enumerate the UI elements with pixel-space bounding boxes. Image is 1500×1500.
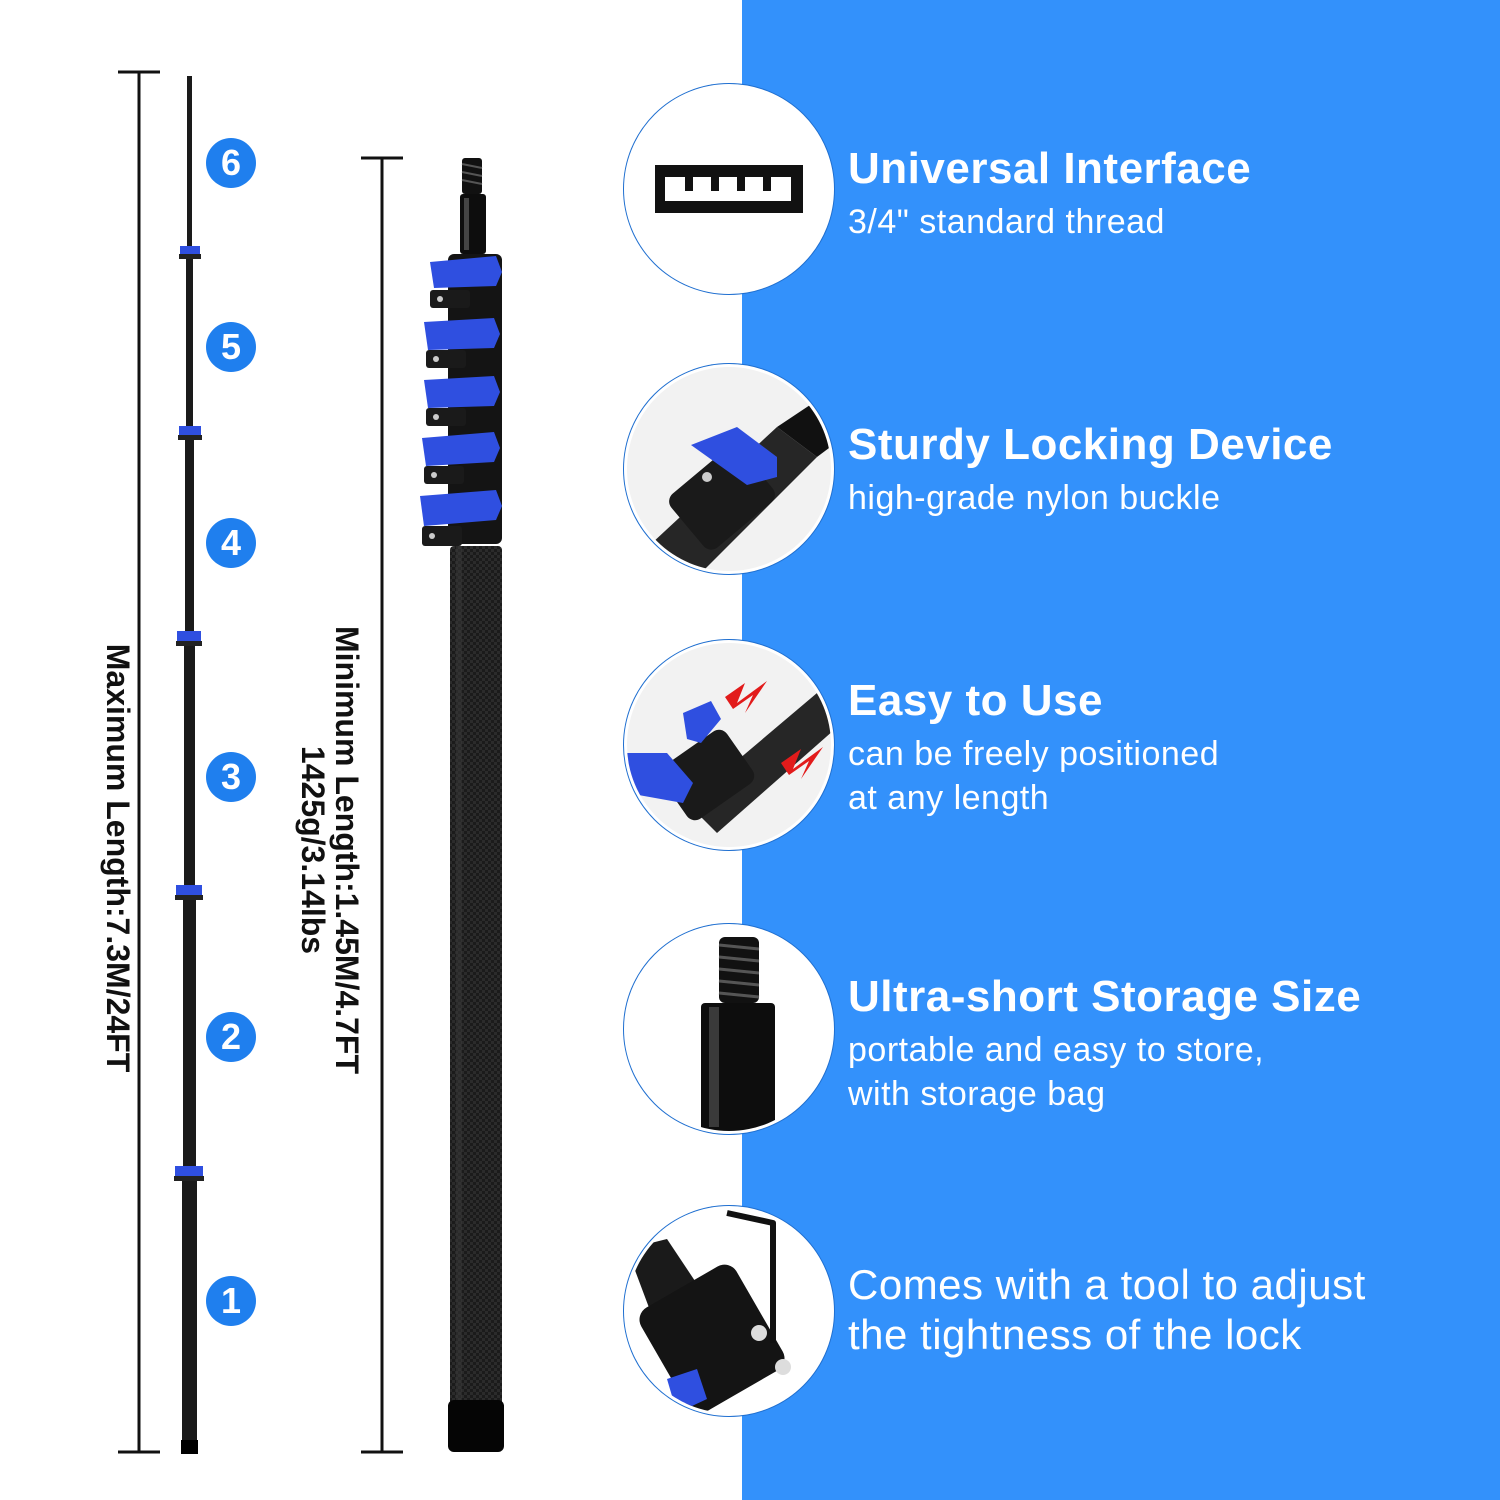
clip-6 (179, 246, 201, 259)
feature-desc-easy-to-use-line2: at any length (848, 779, 1050, 817)
feature-circle-universal-interface (624, 84, 834, 294)
min-length-label: Minimum Length:1.45M/4.7FT (329, 625, 365, 1075)
blue-clip-2 (424, 318, 500, 368)
red-arrow-top (725, 681, 767, 713)
clip-5 (178, 426, 202, 440)
section-number-1: 1 (206, 1276, 256, 1326)
section-number-6: 6 (206, 138, 256, 188)
feature-desc-adjust-tool-line1: Comes with a tool to adjust (848, 1261, 1366, 1308)
max-length-bracket (118, 70, 160, 1454)
feature-title-universal-interface: Universal Interface (848, 144, 1252, 193)
blue-clip-3 (424, 376, 500, 426)
blue-clip-5 (420, 490, 502, 546)
hex-key-icon (627, 1209, 831, 1413)
lock-clamp-icon (627, 367, 831, 571)
section-number-4: 4 (206, 518, 256, 568)
min-length-bracket (361, 156, 403, 1454)
extended-pole (174, 76, 204, 1454)
adjust-arrows-icon (627, 643, 831, 847)
feature-desc-locking-device: high-grade nylon buckle (848, 479, 1221, 517)
blue-clip-1 (430, 256, 502, 308)
section-number-5: 5 (206, 322, 256, 372)
clip-2 (174, 1166, 204, 1181)
section-number-2: 2 (206, 1012, 256, 1062)
feature-desc-adjust-tool-line2: the tightness of the lock (848, 1311, 1302, 1358)
feature-title-storage-size: Ultra-short Storage Size (848, 972, 1362, 1021)
feature-circle-adjust-tool (624, 1206, 834, 1416)
blue-clip-4 (422, 432, 500, 484)
feature-title-locking-device: Sturdy Locking Device (848, 420, 1333, 469)
blue-feature-panel (742, 0, 1500, 1500)
feature-circle-locking-device (624, 364, 834, 574)
feature-desc-storage-size-line2: with storage bag (848, 1075, 1106, 1113)
weight-label: 1425g/3.14lbs (295, 745, 331, 955)
feature-circle-storage-size (624, 924, 834, 1134)
feature-desc-easy-to-use-line1: can be freely positioned (848, 735, 1220, 773)
threaded-tip (460, 158, 486, 254)
feature-title-easy-to-use: Easy to Use (848, 676, 1103, 725)
clip-4 (176, 631, 202, 646)
section-number-3: 3 (206, 752, 256, 802)
red-arrow-bottom (781, 747, 823, 779)
threaded-tip-icon (627, 927, 831, 1131)
feature-desc-universal-interface: 3/4" standard thread (848, 203, 1165, 241)
thread-icon (655, 165, 803, 213)
clip-3 (175, 885, 203, 900)
feature-circle-easy-to-use (624, 640, 834, 850)
collapsed-pole (420, 158, 504, 1452)
max-length-label: Maximum Length:7.3M/24FT (100, 643, 136, 1073)
feature-desc-storage-size-line1: portable and easy to store, (848, 1031, 1265, 1069)
